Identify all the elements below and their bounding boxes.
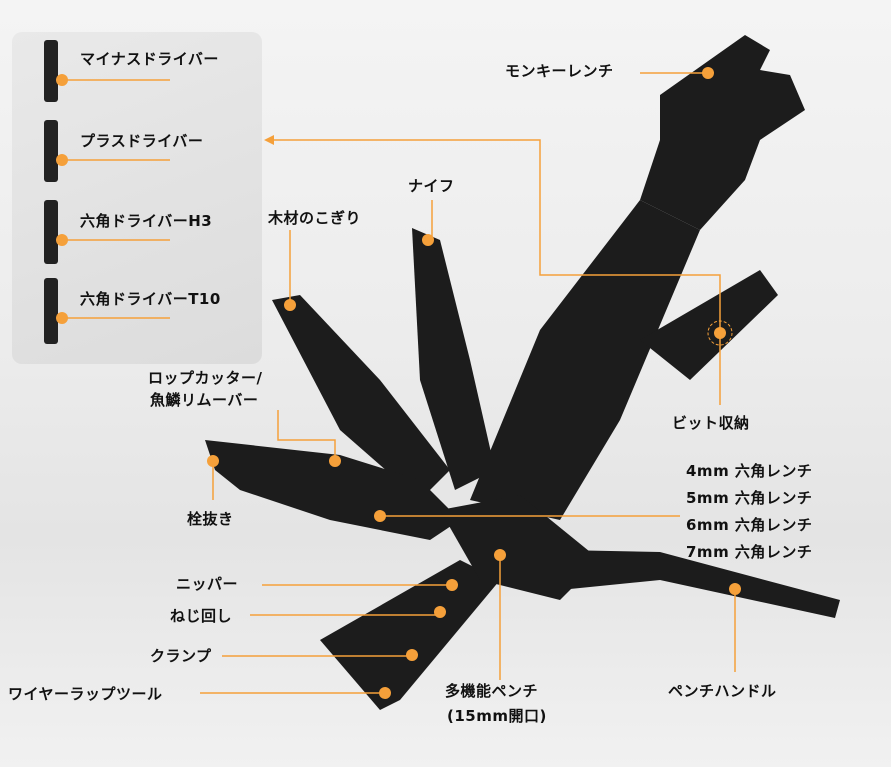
hex-h3-bit-image <box>44 200 58 264</box>
label-hex-4mm: 4mm 六角レンチ <box>686 462 813 480</box>
bit-label-hex-h3: 六角ドライバーH3 <box>80 212 213 230</box>
pliers-jaw <box>320 560 500 710</box>
label-clamp: クランプ <box>150 647 212 665</box>
arrow-icon <box>264 135 274 145</box>
label-screwdriver: ねじ回し <box>170 607 233 625</box>
wrench-body <box>470 200 700 520</box>
label-wrench: モンキーレンチ <box>505 62 614 80</box>
bit-label-torx-t10: 六角ドライバーT10 <box>80 290 221 308</box>
pliers-handle <box>560 550 840 618</box>
bit-holder <box>640 270 778 380</box>
leader-lines <box>62 72 736 694</box>
bit-storage-circle <box>707 320 733 346</box>
bit-label-flat: マイナスドライバー <box>80 50 219 68</box>
label-wire-wrap: ワイヤーラップツール <box>8 685 163 703</box>
phillips-bit-image <box>44 120 58 182</box>
knife-blade <box>412 228 495 490</box>
marker-dots <box>56 67 741 699</box>
saw-blade <box>272 295 450 500</box>
label-fish-scaler: 魚鱗リムーバー <box>150 391 259 409</box>
label-nipper: ニッパー <box>176 575 239 593</box>
label-handle: ペンチハンドル <box>668 682 777 700</box>
label-knife: ナイフ <box>408 177 455 195</box>
label-saw: 木材のこぎり <box>268 209 362 227</box>
label-bit-storage: ビット収納 <box>672 414 750 432</box>
torx-t10-bit-image <box>44 278 58 344</box>
label-rope-cutter: ロップカッター/ <box>148 369 263 387</box>
opener-tool <box>205 440 460 540</box>
label-hex-7mm: 7mm 六角レンチ <box>686 543 813 561</box>
flat-bit-image <box>44 40 58 102</box>
label-hex-6mm: 6mm 六角レンチ <box>686 516 813 534</box>
bit-label-phillips: プラスドライバー <box>80 132 204 150</box>
label-pliers: 多機能ペンチ <box>445 682 539 700</box>
label-hex-5mm: 5mm 六角レンチ <box>686 489 813 507</box>
label-bottle-opener: 栓抜き <box>187 510 234 528</box>
wrench-head <box>640 35 805 230</box>
label-pliers-opening: (15mm開口) <box>447 707 547 725</box>
